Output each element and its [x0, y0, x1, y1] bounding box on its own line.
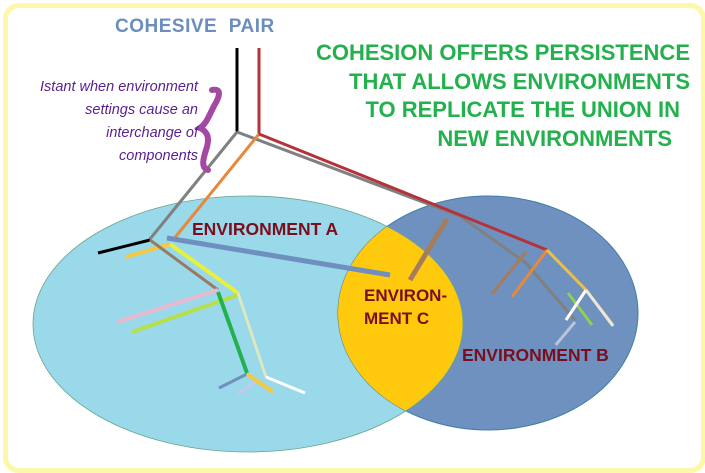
branch-white — [265, 375, 306, 395]
slogan-line: TO REPLICATE THE UNION IN — [365, 97, 680, 122]
environment-c-label-line: ENVIRON- — [364, 286, 448, 305]
environment-c-label: ENVIRON- MENT C — [364, 284, 447, 330]
interchange-note: Istant when environment settings cause a… — [8, 76, 198, 168]
environment-b-label: ENVIRONMENT B — [462, 345, 609, 365]
note-line: Istant when environment — [40, 79, 198, 95]
branch-green-b — [566, 292, 594, 326]
slogan-line: NEW ENVIRONMENTS — [437, 125, 672, 151]
branch-orange-b — [510, 249, 549, 298]
branch-green — [216, 291, 249, 374]
branch-brown — [149, 238, 219, 292]
branch-grey-left — [148, 131, 239, 240]
branch-white-b — [564, 289, 588, 321]
note-line: components — [119, 148, 198, 164]
branch-gold — [245, 372, 275, 394]
branch-brown-b — [490, 251, 528, 295]
curly-brace-icon — [194, 86, 222, 173]
branch-pale — [236, 292, 268, 378]
branch-lavender — [237, 378, 259, 396]
branch-grey-right — [236, 130, 577, 321]
slogan-line: COHESION OFFERS PERSISTENCE — [315, 40, 690, 65]
branch-black-short — [97, 238, 151, 255]
note-line: interchange of — [106, 125, 198, 141]
environment-a-label: ENVIRONMENT A — [192, 219, 339, 239]
branch-yellow-short — [125, 242, 171, 259]
environment-c-label-line: MENT C — [364, 309, 430, 328]
branch-brown-c — [407, 217, 450, 282]
branch-pink — [116, 288, 219, 324]
cohesive-pair-title: COHESIVE PAIR — [115, 16, 275, 37]
branch-steel — [218, 372, 248, 390]
branch-red — [258, 132, 548, 252]
cohesion-slogan: COHESION OFFERS PERSISTENCE THAT ALLOWS … — [296, 39, 694, 153]
branch-yellow-long — [168, 242, 240, 295]
branch-silver — [554, 321, 577, 346]
slogan-line: THAT ALLOWS ENVIRONMENTS — [349, 68, 690, 94]
branch-orange — [171, 133, 261, 241]
branch-offwhite-b — [584, 289, 615, 327]
note-line: settings cause an — [85, 102, 198, 118]
environment-c-intersection — [338, 196, 463, 430]
branch-blue-long — [166, 235, 391, 278]
